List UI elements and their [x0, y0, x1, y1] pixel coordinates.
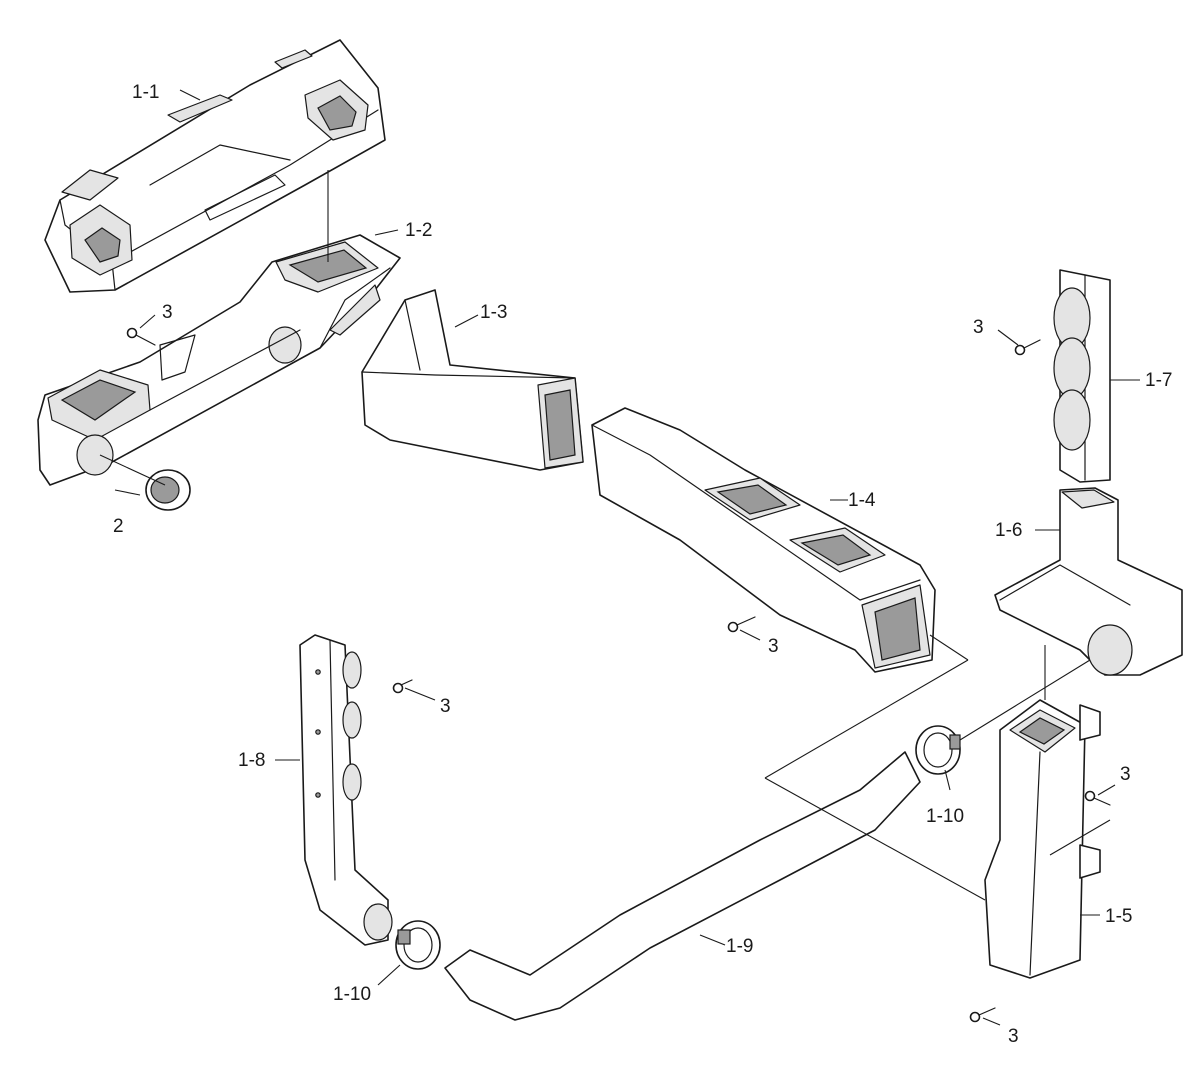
part-1-1-defroster-duct	[44, 39, 386, 293]
screw-icon-3c	[727, 616, 756, 633]
label-3-d: 3	[440, 696, 451, 717]
label-3-a: 3	[162, 302, 173, 323]
label-1-2: 1-2	[405, 220, 432, 241]
label-1-9: 1-9	[726, 936, 753, 957]
label-1-7: 1-7	[1145, 370, 1172, 391]
part-1-9-tube	[444, 751, 921, 1021]
part-1-6-bend-duct	[994, 487, 1183, 676]
screw-icon-3d	[392, 679, 413, 694]
label-1-1: 1-1	[132, 82, 159, 103]
part-1-4-floor-duct	[591, 407, 936, 673]
label-3-e: 3	[1120, 764, 1131, 785]
part-1-10-clamp-lower	[395, 920, 441, 970]
screw-icon-3b	[1014, 339, 1041, 356]
label-1-6: 1-6	[995, 520, 1022, 541]
screw-icon-3f	[969, 1007, 996, 1023]
label-1-8: 1-8	[238, 750, 265, 771]
part-1-5-vertical-duct	[984, 699, 1101, 979]
screw-icon-3a	[126, 327, 156, 346]
label-1-4: 1-4	[848, 490, 876, 511]
label-1-10-lower: 1-10	[333, 984, 371, 1005]
label-1-3: 1-3	[480, 302, 507, 323]
part-1-8-side-duct	[299, 634, 393, 946]
part-1-3-elbow-duct	[361, 289, 584, 471]
labels: 1-1 1-2 1-3 1-4 1-5 1-6 1-7 1-8 1-9 1-10…	[113, 82, 1172, 1047]
part-1-2-distribution-duct	[37, 234, 401, 486]
label-3-b: 3	[973, 317, 984, 338]
label-2: 2	[113, 516, 124, 537]
label-1-5: 1-5	[1105, 906, 1132, 927]
label-1-10-upper: 1-10	[926, 806, 964, 827]
label-3-f: 3	[1008, 1026, 1019, 1047]
part-1-10-clamp-upper	[915, 725, 961, 775]
part-1-7-vent-panel	[1053, 269, 1111, 483]
label-3-c: 3	[768, 636, 779, 657]
part-2-grommet	[145, 469, 191, 511]
leader-lines	[99, 89, 1140, 1026]
screw-icon-3e	[1084, 790, 1111, 806]
